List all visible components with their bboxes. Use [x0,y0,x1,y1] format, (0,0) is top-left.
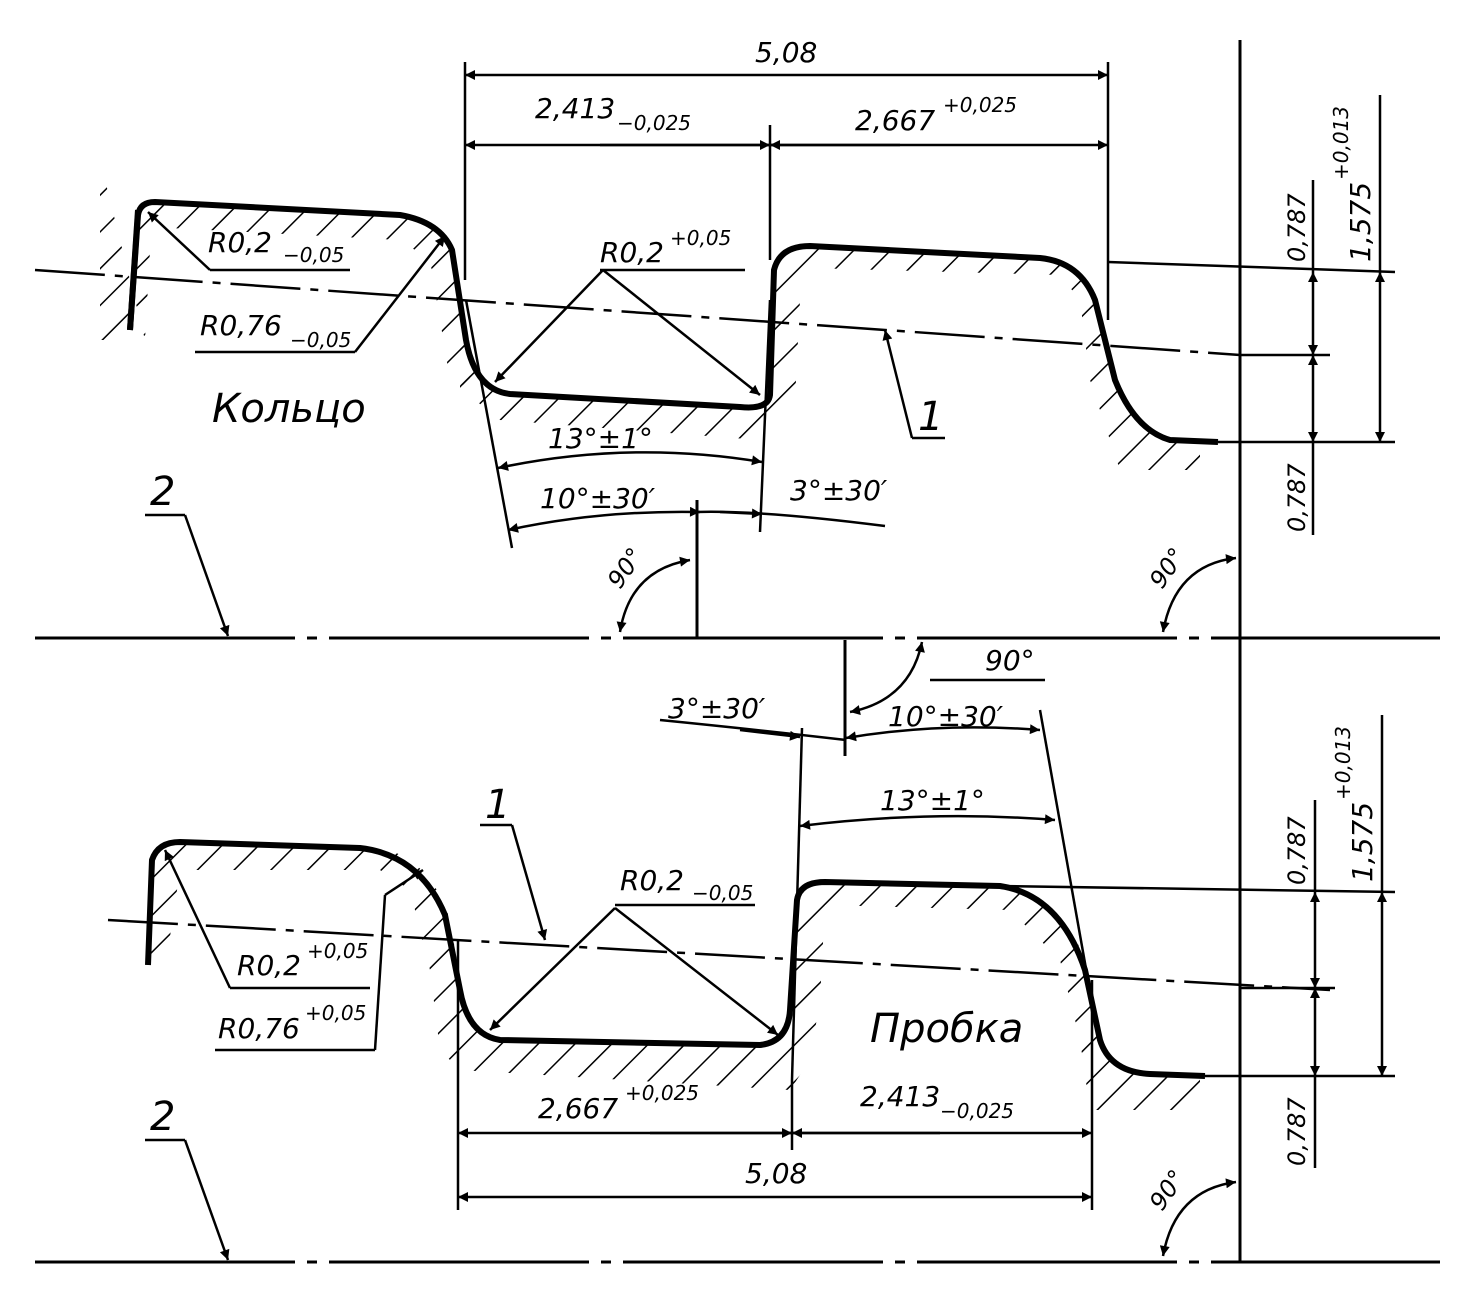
plug-r-small-tol: +0,05 [307,939,368,963]
plug-angle-90-b-arc [1159,1178,1237,1257]
ring-r-top-left-tol: −0,05 [283,243,344,267]
ring-angle-90-b: 90° [1144,543,1191,594]
ring-title: Кольцо [212,386,366,432]
plug-right-width: 2,413 [860,1080,940,1113]
ring-angle-10-arc [507,506,701,533]
plug-root-leader-b [614,907,779,1036]
ring-right-width-tol: +0,025 [943,93,1017,117]
plug-r076-vert [373,894,387,1051]
ring-angle-90-a-arc [616,556,691,633]
ring-callout-2: 2 [150,469,175,515]
ring-r-big-tol: −0,05 [290,328,351,352]
plug-root-leader-a [489,907,616,1031]
plug-r-root-tol: −0,05 [692,881,753,905]
ring-angle-13: 13°±1° [548,422,653,455]
ring-left-width: 2,413 [535,92,615,125]
ring-r-top-left: R0,2 [208,226,272,259]
ring-angle-3: 3°±30′ [790,474,888,507]
plug-callout-1: 1 [485,782,510,828]
plug-r-big-tol: +0,05 [305,1001,366,1025]
plug-angle-10: 10°±30′ [888,700,1004,733]
plug-left-width-tol: +0,025 [625,1081,699,1105]
plug-half-lower: 0,787 [1283,1097,1311,1166]
ring-r02-leader-diag [147,211,211,271]
plug-r-big: R0,76 [218,1012,300,1045]
ring-angle-10: 10°±30′ [540,482,656,515]
ring-angle-13-arc [497,451,763,471]
ring-callout-1-leader [882,329,914,439]
plug-r-small: R0,2 [237,949,301,982]
ring-height-tol: +0,013 [1329,106,1353,180]
ring-edge-left [127,209,141,331]
plug-r-root: R0,2 [620,864,684,897]
plug-crest-ext [999,884,1396,894]
ring-height: 1,575 [1344,182,1377,262]
ring-angle-3-arc [695,510,886,528]
ring-section: 5,08 2,413 −0,025 2,667 +0,025 R0,2 −0,0… [34,36,1440,640]
ring-pitch-line [34,268,1241,357]
plug-pitch-line [107,918,1331,992]
ring-half-upper: 0,787 [1283,193,1311,262]
plug-angle-13-arc [799,814,1056,830]
plug-angle-90-a-arc [849,641,925,715]
ring-flank-line-l [464,299,514,549]
plug-pitch-label: 5,08 [745,1157,807,1190]
plug-angle-3-arc [659,718,847,742]
ring-angle-90-a: 90° [602,543,649,594]
ring-root-leader-b [602,269,761,396]
plug-angle-90-a: 90° [985,644,1035,677]
plug-flank-line-l [790,727,804,1081]
ring-r-root-tol: +0,05 [670,226,731,250]
plug-angle-3: 3°±30′ [668,692,766,725]
plug-r02-diag [163,849,232,989]
ring-left-width-tol: −0,025 [617,111,691,135]
plug-angle-10-arc [845,724,1041,742]
ring-half-lower: 0,787 [1283,463,1311,532]
plug-title: Пробка [870,1006,1023,1052]
plug-profile [145,839,1206,1079]
plug-flank-line-r [1038,709,1090,981]
ring-callout-1: 1 [918,394,943,440]
ring-flank-line-r [758,299,772,533]
ring-profile [127,199,1219,445]
plug-half-upper: 0,787 [1283,816,1311,885]
plug-angle-3-arrow [739,728,801,741]
ring-right-width: 2,667 [855,104,935,137]
plug-callout-1-leader [510,824,548,941]
plug-angle-13: 13°±1° [880,784,985,817]
ring-angle-90-b-arc [1159,554,1237,633]
ring-angle-3-arrow [719,508,763,519]
ring-r076-leader-diag [354,235,446,353]
ring-pitch-label: 5,08 [755,36,817,69]
ring-r-root: R0,2 [600,236,664,269]
plug-right-width-tol: −0,025 [940,1099,1014,1123]
ring-crest-ext [1107,260,1396,274]
plug-height-tol: +0,013 [1331,726,1355,800]
ring-root-leader-a [494,269,604,383]
plug-left-width: 2,667 [538,1092,618,1125]
ring-r-big: R0,76 [200,309,282,342]
ring-callout-2-leader [183,514,230,637]
plug-r076-diag [384,868,424,897]
plug-height: 1,575 [1346,802,1379,882]
plug-callout-2-leader [183,1139,230,1261]
plug-callout-2: 2 [150,1094,175,1140]
plug-section: 1 R0,2 −0,05 R0,2 +0,05 R0,76 +0,05 Проб… [35,640,1440,1264]
